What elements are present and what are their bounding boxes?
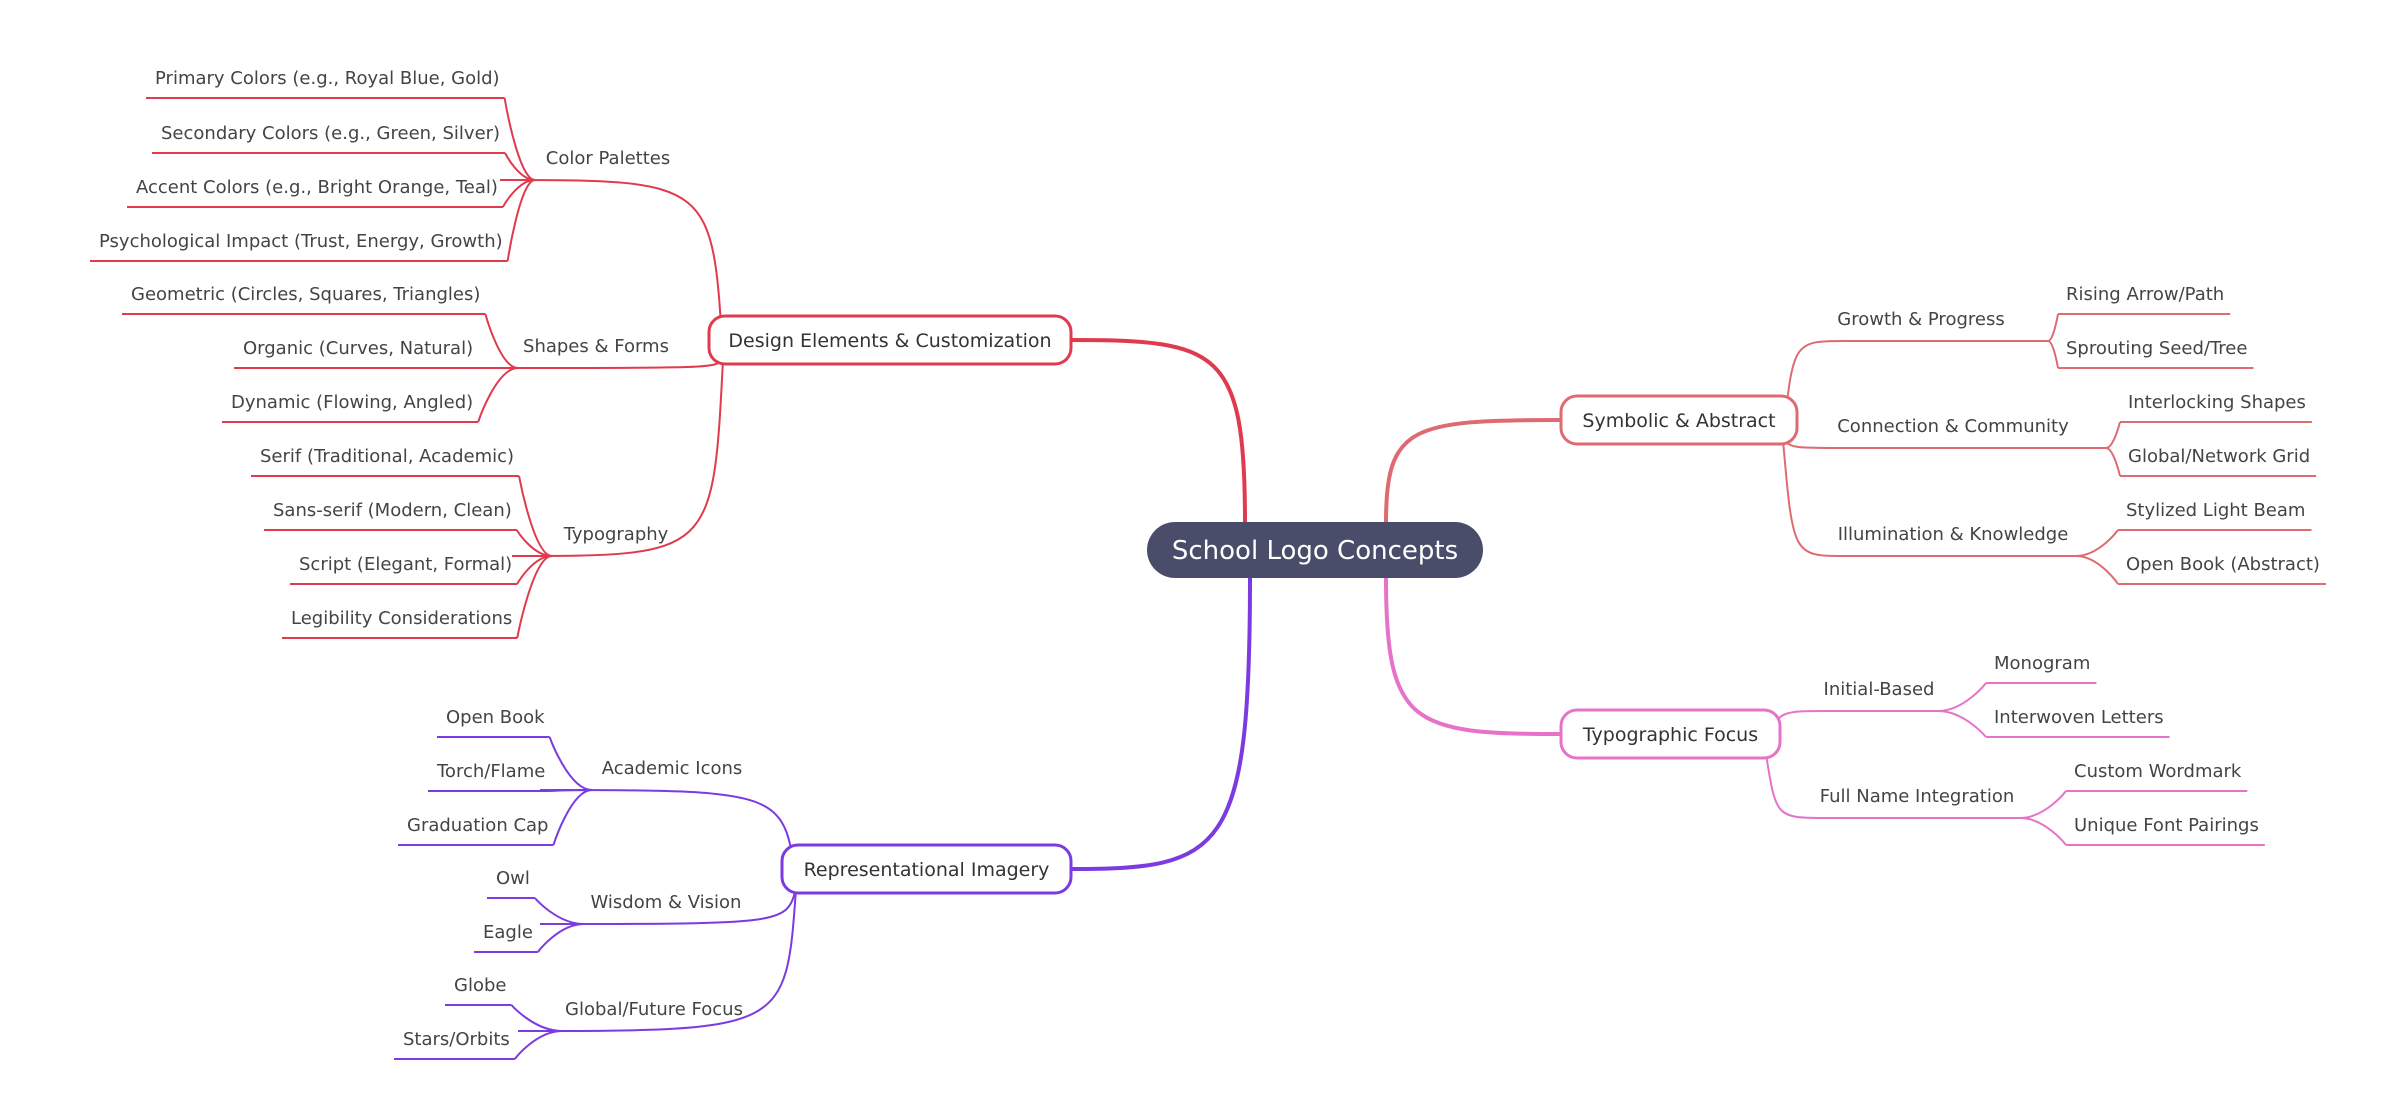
leaf-connector (550, 789, 593, 792)
leaf-connector (510, 1004, 563, 1032)
leaf-label-script-elegant-formal[interactable]: Script (Elegant, Formal) (299, 554, 512, 575)
group-connector (511, 359, 724, 557)
leaf-label-interwoven-letters[interactable]: Interwoven Letters (1994, 707, 2164, 728)
leaf-label-geometric-circles-squares-triangles[interactable]: Geometric (Circles, Squares, Triangles) (131, 284, 480, 305)
leaf-label-rising-arrow-path[interactable]: Rising Arrow/Path (2066, 284, 2224, 305)
node-layer: Design Elements & Customization Color Pal… (99, 68, 2320, 1050)
leaf-label-open-book[interactable]: Open Book (446, 707, 545, 728)
leaf-connector (2075, 529, 2119, 557)
leaf-label-torch-flame[interactable]: Torch/Flame (436, 761, 545, 782)
leaf-label-owl[interactable]: Owl (496, 868, 530, 889)
leaf-label-unique-font-pairings[interactable]: Unique Font Pairings (2074, 815, 2259, 836)
leaf-connector (2075, 555, 2119, 585)
leaf-connector (484, 313, 519, 369)
group-connector (499, 359, 724, 369)
branch-box (1559, 708, 1782, 760)
leaf-connector (503, 97, 536, 181)
branch-node-symbolic[interactable]: Symbolic & Abstract (1559, 394, 1799, 446)
leaf-label-open-book-abstract[interactable]: Open Book (Abstract) (2126, 554, 2320, 575)
leaf-label-secondary-colors-e-g-green-silver[interactable]: Secondary Colors (e.g., Green, Silver) (161, 123, 500, 144)
leaf-connector (504, 152, 536, 181)
leaf-label-dynamic-flowing-angled[interactable]: Dynamic (Flowing, Angled) (231, 392, 473, 413)
leaf-connector (2019, 790, 2067, 819)
leaf-connector (477, 367, 519, 423)
leaf-label-sprouting-seed-tree[interactable]: Sprouting Seed/Tree (2066, 338, 2247, 359)
group-label-academic-icons[interactable]: Academic Icons (602, 758, 743, 779)
group-connector (499, 179, 724, 361)
leaf-connector (502, 179, 536, 208)
group-connector (1782, 439, 1846, 557)
branch-label: Design Elements & Customization (728, 330, 1051, 352)
root-pill (1147, 522, 1483, 578)
group-label-full-name-integration[interactable]: Full Name Integration (1820, 786, 2015, 807)
branch-node-design[interactable]: Design Elements & Customization (707, 314, 1073, 366)
group-label-illumination-knowledge[interactable]: Illumination & Knowledge (1838, 524, 2069, 545)
branch-connector-symbolic (1384, 418, 1563, 524)
leaf-connector (516, 555, 553, 585)
leaf-label-stars-orbits[interactable]: Stars/Orbits (403, 1029, 510, 1050)
leaf-connector (537, 923, 585, 953)
group-label-growth-progress[interactable]: Growth & Progress (1837, 309, 2004, 330)
leaf-label-eagle[interactable]: Eagle (483, 922, 533, 943)
group-connector (539, 789, 797, 890)
leaf-connector (516, 555, 553, 639)
leaf-connector (534, 897, 585, 925)
leaf-label-serif-traditional-academic[interactable]: Serif (Traditional, Academic) (260, 446, 514, 467)
group-label-color-palettes[interactable]: Color Palettes (546, 148, 670, 169)
leaf-connector (514, 1030, 563, 1060)
leaf-connector (2105, 447, 2121, 477)
leaf-connector (1937, 710, 1987, 738)
root-node[interactable]: School Logo Concepts (1147, 522, 1483, 578)
leaf-label-interlocking-shapes[interactable]: Interlocking Shapes (2128, 392, 2306, 413)
branch-node-typographic[interactable]: Typographic Focus (1559, 708, 1782, 760)
leaf-connector (515, 529, 553, 557)
group-label-shapes-forms[interactable]: Shapes & Forms (523, 336, 669, 357)
leaf-label-stylized-light-beam[interactable]: Stylized Light Beam (2126, 500, 2305, 521)
leaf-label-global-network-grid[interactable]: Global/Network Grid (2128, 446, 2310, 467)
leaf-label-accent-colors-e-g-bright-orange-teal[interactable]: Accent Colors (e.g., Bright Orange, Teal… (136, 177, 498, 198)
root-label: School Logo Concepts (1172, 536, 1458, 566)
leaf-label-custom-wordmark[interactable]: Custom Wordmark (2074, 761, 2242, 782)
branch-label: Symbolic & Abstract (1582, 410, 1775, 432)
leaf-connector (548, 736, 593, 791)
leaf-connector (518, 475, 553, 557)
branch-connector-design (1069, 338, 1247, 524)
branch-connector-typographic (1384, 576, 1563, 736)
group-connector (517, 888, 797, 1032)
leaf-connector (2047, 340, 2059, 369)
leaf-label-graduation-cap[interactable]: Graduation Cap (407, 815, 548, 836)
leaf-label-psychological-impact-trust-energy-growth[interactable]: Psychological Impact (Trust, Energy, Gro… (99, 231, 503, 252)
leaf-label-organic-curves-natural[interactable]: Organic (Curves, Natural) (243, 338, 473, 359)
branch-connector-imagery (1069, 576, 1252, 871)
leaf-connector (506, 179, 536, 262)
leaf-connector (2105, 421, 2121, 449)
group-label-typography[interactable]: Typography (563, 524, 669, 545)
branch-box (780, 843, 1073, 895)
group-label-initial-based[interactable]: Initial-Based (1824, 679, 1935, 700)
group-label-global-future-focus[interactable]: Global/Future Focus (565, 999, 743, 1020)
leaf-label-monogram[interactable]: Monogram (1994, 653, 2090, 674)
branch-box (707, 314, 1073, 366)
group-label-connection-community[interactable]: Connection & Community (1837, 416, 2069, 437)
branch-label: Typographic Focus (1582, 724, 1758, 746)
leaf-label-legibility-considerations[interactable]: Legibility Considerations (291, 608, 512, 629)
leaf-connector (552, 789, 593, 846)
leaf-connector (2047, 313, 2059, 342)
group-connector (539, 888, 797, 925)
group-connector (1765, 753, 1828, 819)
leaf-label-primary-colors-e-g-royal-blue-gold[interactable]: Primary Colors (e.g., Royal Blue, Gold) (155, 68, 500, 89)
leaf-label-globe[interactable]: Globe (454, 975, 506, 996)
leaf-connector (1937, 682, 1987, 712)
group-label-wisdom-vision[interactable]: Wisdom & Vision (591, 892, 742, 913)
branch-node-imagery[interactable]: Representational Imagery (780, 843, 1073, 895)
branch-label: Representational Imagery (804, 859, 1050, 881)
branch-box (1559, 394, 1799, 446)
leaf-label-sans-serif-modern-clean[interactable]: Sans-serif (Modern, Clean) (273, 500, 512, 521)
leaf-connector (2019, 817, 2067, 846)
